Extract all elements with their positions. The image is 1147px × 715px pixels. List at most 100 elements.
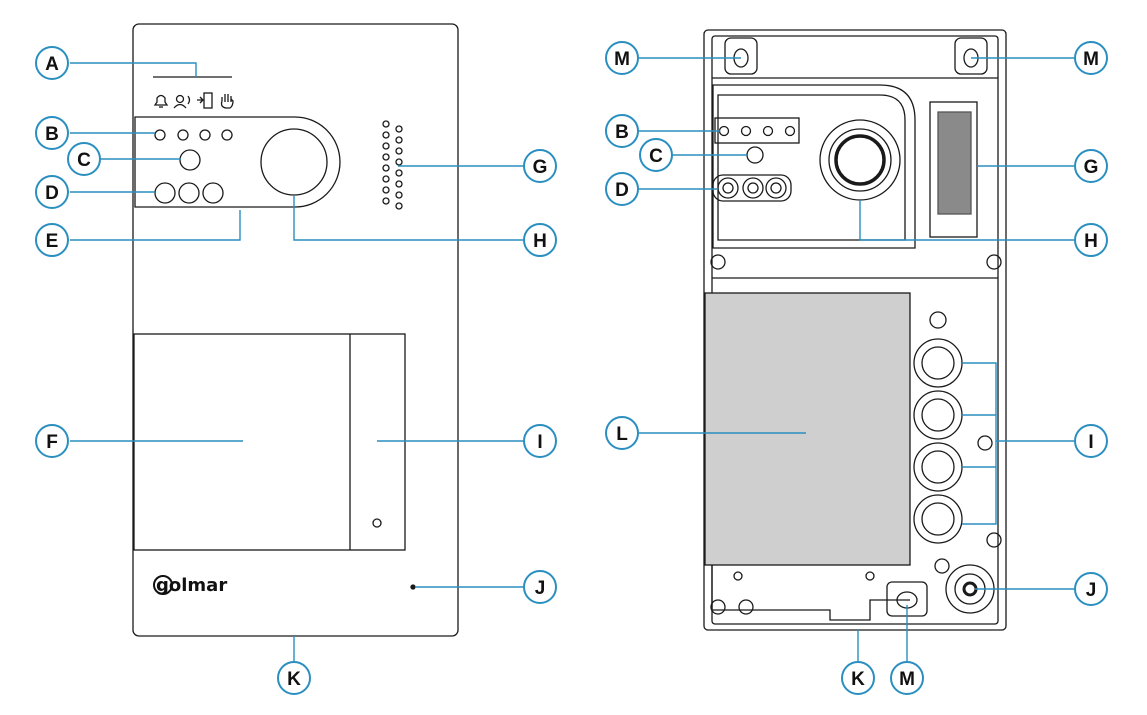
bell-icon [153,94,169,108]
callout-letter: B [45,124,59,145]
speaker-hole [395,180,403,188]
speaker-hole [382,197,390,205]
speaker-hole [395,191,403,199]
callout-g: G [1074,149,1108,183]
callout-h: H [523,223,557,257]
callout-letter: G [1084,157,1099,178]
speaker-hole [382,120,390,128]
callout-letter: H [1084,231,1098,252]
front-panel-outline [132,23,459,637]
callout-circle [35,116,69,150]
callout-d: D [605,172,639,206]
door-open-icon [197,92,213,109]
callout-circle [1074,572,1108,606]
status-led [177,129,189,141]
callout-letter: M [1083,49,1099,70]
callout-circle [523,424,557,458]
push-buttons-back [913,311,1002,574]
status-led [199,129,211,141]
callout-letter: C [649,146,663,167]
callout-circle [1074,424,1108,458]
speaker-back [929,101,978,238]
speaker-hole [395,169,403,177]
illumination-led [202,182,224,204]
callout-letter: M [899,669,915,690]
callout-circle [523,223,557,257]
illumination-led [178,182,200,204]
callout-letter: B [615,122,629,143]
callout-circle [1074,149,1108,183]
callout-circle [35,424,69,458]
callout-circle [605,41,639,75]
hand-icon [220,94,234,109]
led-holder [712,174,792,202]
callout-letter: G [533,157,548,178]
front-view [132,23,459,637]
brand-text: golmar [156,575,227,596]
callout-d: D [35,175,69,209]
callout-circle [35,223,69,257]
leader-lines [70,57,1074,662]
speaking-icon [173,94,191,109]
callout-k: K [277,661,311,695]
callout-i: I [523,424,557,458]
callout-circle [67,142,101,176]
callout-c: C [639,138,673,172]
callout-circle [277,661,311,695]
callout-j: J [1074,572,1108,606]
callout-b: B [35,116,69,150]
callout-f: F [35,424,69,458]
callout-circle [523,149,557,183]
callout-a: A [35,46,69,80]
callout-letter: A [45,54,59,75]
callout-j: J [523,570,557,604]
callout-circle [841,661,875,695]
camera-module-housing [712,84,916,249]
callout-letter: I [1088,432,1093,453]
light-sensor [179,149,201,171]
speaker-hole [382,175,390,183]
callout-e: E [35,223,69,257]
microphone-hole [410,584,416,590]
illumination-led [154,182,176,204]
speaker-hole [395,125,403,133]
camera-lens [260,128,328,196]
callout-m-bottom: M [890,661,924,695]
circuit-board [704,292,911,566]
speaker-hole [395,136,403,144]
speaker-hole [395,202,403,210]
callout-h: H [1074,223,1108,257]
mounting-tab [724,37,758,75]
callout-circle [605,416,639,450]
callout-m-left: M [605,41,639,75]
callout-letter: K [851,669,865,690]
callout-b: B [605,114,639,148]
speaker-hole [382,142,390,150]
speaker-hole [395,158,403,166]
callout-letter: K [287,669,301,690]
callout-c: C [67,142,101,176]
callout-circle [605,172,639,206]
speaker-hole [382,164,390,172]
push-button-led [372,518,382,528]
callout-letter: J [1086,580,1097,601]
speaker-hole [382,153,390,161]
callout-letter: D [45,183,59,204]
callout-letter: E [46,231,59,252]
callout-circle [1074,223,1108,257]
callout-circle [639,138,673,172]
speaker-hole [382,131,390,139]
callout-letter: D [615,180,629,201]
back-view [703,29,1007,631]
callout-i: I [1074,424,1108,458]
speaker-grille [382,120,403,210]
callout-letter: J [535,578,546,599]
callout-m-right: M [1074,41,1108,75]
callout-circle [35,46,69,80]
name-card-area [133,333,406,551]
callout-letter: C [77,150,91,171]
callout-k: K [841,661,875,695]
speaker-hole [382,186,390,194]
